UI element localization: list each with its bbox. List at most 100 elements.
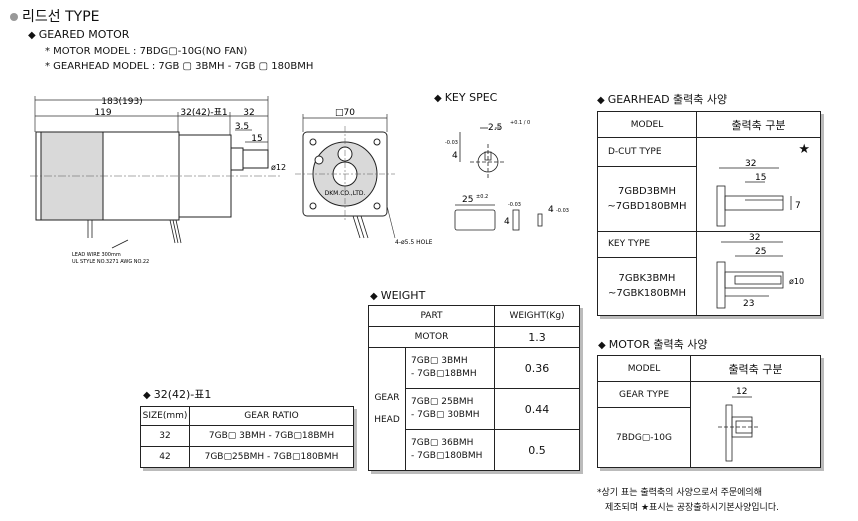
page-title-text: 리드선 TYPE	[22, 9, 100, 25]
key-dim-c: 23	[743, 299, 754, 309]
gear-label-1: GEAR	[374, 393, 400, 403]
weight-row-2-line2: - 7GB▢ 30BMH	[411, 410, 480, 420]
weight-motor-value: 1.3	[494, 326, 580, 348]
gear-ratio-row-1-ratio: 7GB▢ 3BMH - 7GB▢18BMH	[189, 425, 354, 447]
motor-spec-model: 7BDG▢-10G	[597, 407, 691, 468]
page-title: 리드선 TYPE	[10, 6, 99, 26]
weight-row-2-line1: 7GB▢ 25BMH	[411, 397, 474, 407]
gear-ratio-table: SIZE(mm) GEAR RATIO 32 7GB▢ 3BMH - 7GB▢1…	[140, 406, 354, 468]
motor-spec-table: MODEL 출력축 구분 GEAR TYPE 12 7BDG▢-10G	[597, 355, 821, 468]
gear-ratio-row-2-ratio: 7GB▢25BMH - 7GB▢180BMH	[189, 446, 354, 468]
weight-row-1-value: 0.36	[494, 347, 580, 389]
key-tol-c: ±0.2	[476, 194, 488, 200]
weight-row-1-part: 7GB▢ 3BMH - 7GB▢18BMH	[405, 347, 495, 389]
brand-mark: DKM.CO.,LTD.	[325, 190, 366, 197]
key-dim-b2: 25	[755, 247, 766, 257]
diamond-icon: ◆	[598, 340, 606, 351]
key-tol-b: -0.03	[445, 140, 458, 146]
motor-spec-type: GEAR TYPE	[597, 381, 691, 408]
key-spec-drawing: 2.5 +0.1 / 0 4 -0.03 25 ±0.2 4 -0.03 4 -…	[445, 120, 569, 231]
dim-shaft-dia: ø12	[271, 163, 286, 172]
key-spec-title-text: KEY SPEC	[444, 91, 498, 104]
motor-front-drawing: □70 DKM.CO.,LTD. 4-ø5.5 HOLE	[295, 108, 433, 246]
dim-square: □70	[335, 108, 355, 118]
key-dim-e: 4	[548, 205, 554, 215]
dim-shaft-key: 15	[251, 134, 262, 144]
key-dim-d: ø10	[789, 277, 804, 286]
diamond-icon: ◆	[28, 30, 36, 41]
motor-dim: 12	[736, 387, 747, 397]
dcut-shaft-drawing: 32 15 7	[716, 159, 801, 227]
lead-wire-note-1: LEAD WIRE 300mm	[72, 252, 121, 258]
motor-spec-col-model: MODEL	[597, 355, 691, 382]
gear-ratio-title-text: 32(42)-표1	[153, 388, 212, 401]
bullet-icon	[10, 13, 18, 21]
key-shaft-drawing: 32 25 23 ø10	[716, 233, 804, 309]
weight-title: ◆WEIGHT	[370, 289, 425, 302]
lead-wire-note-2: UL STYLE NO.3271 AWG NO.22	[72, 259, 149, 265]
weight-title-text: WEIGHT	[380, 289, 426, 302]
weight-row-3-line1: 7GB▢ 36BMH	[411, 438, 474, 448]
motor-side-drawing: 183(193) 119 32(42)-표1 32 3.5 15 ø12 LEA…	[30, 96, 286, 265]
weight-row-3-part: 7GB▢ 36BMH - 7GB▢180BMH	[405, 429, 495, 471]
col-output: 출력축 구분	[696, 111, 821, 138]
gearhead-model-line: * GEARHEAD MODEL : 7GB ▢ 3BMH - 7GB ▢ 18…	[45, 61, 314, 72]
star-icon: ★	[798, 142, 810, 157]
footnote-line-1: *상기 표는 출력축의 사양으로서 주문에의해	[597, 488, 762, 498]
gear-ratio-row-2-size: 42	[140, 446, 190, 468]
section-title: GEARED MOTOR	[38, 28, 130, 41]
weight-row-1-line1: 7GB▢ 3BMH	[411, 356, 468, 366]
gearhead-spec-table: MODEL 출력축 구분 D-CUT TYPE 32 15 7 ★	[597, 111, 821, 317]
diamond-icon: ◆	[597, 95, 605, 106]
footnote-line-2: 제조되며 ★표시는 공장출하시기본사양입니다.	[605, 503, 779, 513]
dcut-model-1: 7GBD3BMH	[617, 185, 677, 197]
motor-shaft-drawing: 12	[717, 387, 758, 462]
weight-row-2-value: 0.44	[494, 388, 580, 430]
key-dim-a: 2.5	[488, 123, 502, 133]
motor-spec-title: ◆MOTOR 출력축 사양	[598, 336, 707, 352]
dcut-models: 7GBD3BMH ~7GBD180BMH	[597, 165, 697, 233]
weight-table: PART WEIGHT(Kg) MOTOR 1.3 GEAR HEAD 7GB▢…	[368, 305, 580, 471]
key-models: 7GBK3BMH ~7GBK180BMH	[597, 256, 697, 317]
col-model: MODEL	[597, 111, 697, 138]
gear-ratio-row-1-size: 32	[140, 425, 190, 447]
dim-gear-length: 32(42)-표1	[180, 108, 227, 118]
hole-note: 4-ø5.5 HOLE	[395, 239, 433, 246]
diamond-icon: ◆	[143, 390, 151, 401]
key-spec-title: ◆KEY SPEC	[434, 91, 497, 104]
dcut-dim-c: 7	[795, 201, 801, 211]
key-tol-d: -0.03	[508, 202, 521, 208]
dcut-drawing-cell: 32 15 7 ★	[696, 137, 821, 232]
gear-ratio-col-ratio: GEAR RATIO	[189, 406, 354, 426]
dim-shaft-step: 3.5	[235, 122, 249, 132]
gear-ratio-title: ◆32(42)-표1	[143, 386, 211, 402]
dcut-label: D-CUT TYPE	[597, 137, 697, 167]
weight-col-part: PART	[368, 305, 495, 327]
key-tol-a: +0.1 / 0	[510, 120, 530, 126]
motor-model-line: * MOTOR MODEL : 7BDG▢-10G(NO FAN)	[45, 46, 248, 57]
gear-label-2: HEAD	[374, 415, 400, 425]
key-dim-c: 25	[462, 195, 473, 205]
key-dim-b: 4	[452, 151, 458, 161]
key-drawing-cell: 32 25 23 ø10	[696, 231, 821, 316]
gear-ratio-col-size: SIZE(mm)	[140, 406, 190, 426]
key-dim-a: 32	[749, 233, 760, 243]
weight-motor-label: MOTOR	[368, 326, 495, 348]
weight-gearhead-label: GEAR HEAD	[368, 347, 406, 471]
weight-col-kg: WEIGHT(Kg)	[494, 305, 580, 327]
diamond-icon: ◆	[370, 291, 378, 302]
section-geared-motor: ◆GEARED MOTOR	[28, 28, 129, 41]
dim-overall-length: 183(193)	[101, 97, 142, 107]
weight-row-3-line2: - 7GB▢180BMH	[411, 451, 483, 461]
motor-spec-title-text: MOTOR 출력축 사양	[608, 338, 708, 351]
dcut-dim-b: 15	[755, 173, 766, 183]
key-dim-d: 4	[504, 217, 510, 227]
key-model-2: ~7GBK180BMH	[607, 288, 686, 300]
key-model-1: 7GBK3BMH	[618, 273, 676, 285]
dcut-dim-a: 32	[745, 159, 756, 169]
weight-row-2-part: 7GB▢ 25BMH - 7GB▢ 30BMH	[405, 388, 495, 430]
motor-spec-col-output: 출력축 구분	[690, 355, 821, 382]
dim-shaft-length: 32	[243, 108, 254, 118]
gearhead-spec-title-text: GEARHEAD 출력축 사양	[607, 93, 728, 106]
key-label: KEY TYPE	[597, 231, 697, 258]
